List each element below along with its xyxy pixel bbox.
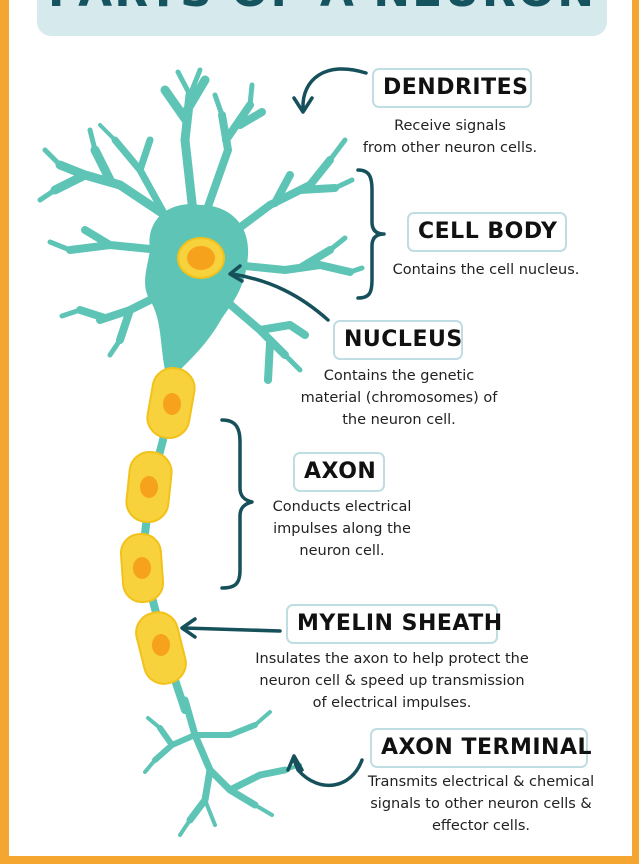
label-axon: AXON xyxy=(293,452,385,492)
label-axon-terminal: AXON TERMINAL xyxy=(370,728,592,768)
axon-brace xyxy=(220,418,254,590)
desc-axon: Conducts electrical impulses along the n… xyxy=(272,499,412,559)
nucleus-arrow xyxy=(230,272,330,322)
desc-nucleus: Contains the genetic material (chromosom… xyxy=(300,368,498,428)
title-banner: PARTS OF A NEURON xyxy=(37,0,607,36)
nucleus-core xyxy=(187,246,215,270)
axon-terminal-arrow xyxy=(292,758,364,788)
label-nucleus: NUCLEUS xyxy=(333,320,463,360)
axon-terminal xyxy=(143,696,302,837)
desc-axon-terminal: Transmits electrical & chemical signals … xyxy=(367,774,595,834)
label-dendrites: DENDRITES xyxy=(372,68,532,108)
label-myelin-sheath: MYELIN SHEATH xyxy=(286,604,502,644)
cell-body-brace xyxy=(356,168,386,300)
desc-myelin-sheath: Insulates the axon to help protect the n… xyxy=(255,651,529,711)
myelin-sheath-segments xyxy=(119,367,196,685)
dendrites xyxy=(37,67,365,384)
myelin-arrow xyxy=(182,626,282,633)
label-cell-body: CELL BODY xyxy=(407,212,567,252)
dendrites-arrow xyxy=(301,67,368,110)
schwann-nuclei xyxy=(133,393,181,656)
connectors xyxy=(180,67,386,788)
desc-dendrites: Receive signals from other neuron cells. xyxy=(362,118,538,156)
page-title: PARTS OF A NEURON xyxy=(37,0,607,17)
desc-cell-body: Contains the cell nucleus. xyxy=(392,262,580,278)
cell-body xyxy=(145,204,249,370)
